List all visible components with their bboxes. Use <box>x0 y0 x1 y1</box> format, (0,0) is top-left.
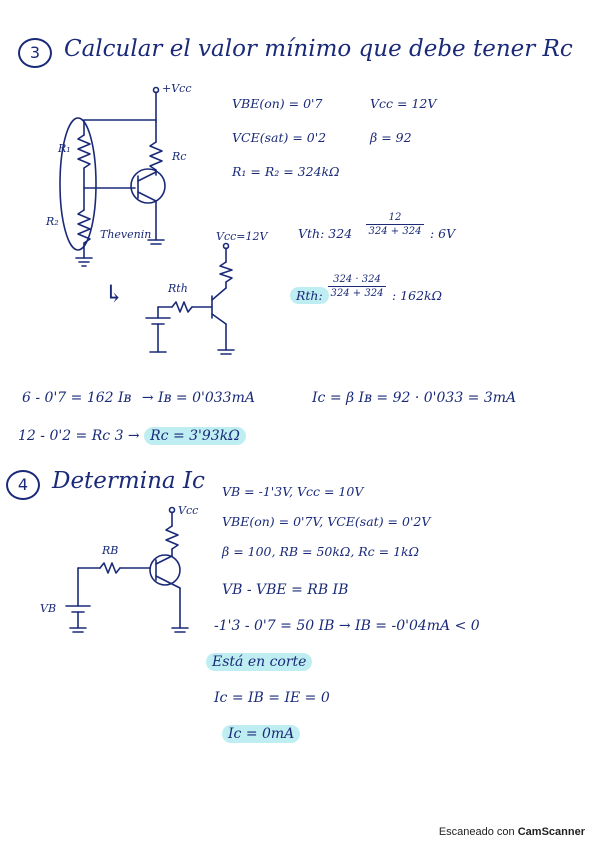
r2-label: R₂ <box>46 215 59 228</box>
given-r: R₁ = R₂ = 324kΩ <box>232 164 340 179</box>
vth-denominator: 324 + 324 <box>368 226 422 237</box>
p4-rb-label: RB <box>102 544 119 557</box>
p4-eq-1: VB - VBE = RB IB <box>222 582 349 598</box>
given-vcc: Vcc = 12V <box>370 96 437 111</box>
eq-collector-current: Ic = β Iʙ = 92 · 0'033 = 3mA <box>312 390 517 406</box>
rth-label: Rth <box>168 282 188 295</box>
vth-rhs: : 6V <box>430 226 456 241</box>
rth-lhs-highlight: Rth: <box>290 287 329 304</box>
rth-lhs: Rth: <box>290 287 329 304</box>
vth-numerator: 12 <box>388 212 402 223</box>
footer-brand: CamScanner <box>517 826 585 838</box>
eq-rc: 12 - 0'2 = Rc 3 → Rc = 3'93kΩ <box>18 427 246 445</box>
arrow-mark: ↳ <box>104 280 125 308</box>
p4-given-2: VBE(on) = 0'7V, VCE(sat) = 0'2V <box>222 514 431 529</box>
given-vce: VCE(sat) = 0'2 <box>232 130 327 145</box>
p4-cut: Está en corte <box>206 653 313 671</box>
p4-given-1: VB = -1'3V, Vcc = 10V <box>222 484 364 499</box>
rth-rhs: : 162kΩ <box>392 288 442 303</box>
p4-vcc-label: Vcc <box>178 504 199 517</box>
problem-3-title: Calcular el valor mínimo que debe tener … <box>64 36 573 62</box>
rth-fraction: 324 · 324 324 + 324 <box>328 274 386 299</box>
footer-prefix: Escaneado con <box>438 826 515 838</box>
given-vbe: VBE(on) = 0'7 <box>232 96 323 111</box>
thevenin-label: Thevenin <box>100 228 152 241</box>
p4-given-3: β = 100, RB = 50kΩ, Rc = 1kΩ <box>222 544 419 559</box>
p4-result: Ic = 0mA <box>222 725 301 743</box>
eq-base-loop-result: → Iʙ = 0'033mA <box>141 390 255 406</box>
p4-eq-3: Ic = IB = IE = 0 <box>214 690 330 706</box>
rc-label: Rc <box>172 150 187 163</box>
rth-denominator: 324 + 324 <box>330 288 384 299</box>
given-beta: β = 92 <box>370 130 412 145</box>
p4-eq-2: -1'3 - 0'7 = 50 IB → IB = -0'04mA < 0 <box>214 618 480 634</box>
p4-vb-label: VB <box>40 602 57 615</box>
circuit-3-thevenin <box>145 242 235 355</box>
eq-rc-lhs: 12 - 0'2 = Rc 3 → <box>18 428 140 444</box>
vcc12-label: Vcc=12V <box>216 230 268 243</box>
circuit-3-main <box>59 86 166 267</box>
camscanner-watermark: Escaneado con CamScanner <box>439 826 585 838</box>
problem-4-number: 4 <box>6 470 40 500</box>
r1-label: R₁ <box>58 142 71 155</box>
circuit-4 <box>65 506 189 633</box>
rth-numerator: 324 · 324 <box>333 274 381 285</box>
problem-4-title: Determina Ic <box>52 468 205 494</box>
problem-3-number: 3 <box>18 38 52 68</box>
vth-fraction: 12 324 + 324 <box>366 212 424 237</box>
eq-base-loop: 6 - 0'7 = 162 Iʙ → Iʙ = 0'033mA <box>22 390 255 406</box>
eq-base-loop-lhs: 6 - 0'7 = 162 Iʙ <box>22 390 132 406</box>
p4-result-highlight: Ic = 0mA <box>222 725 301 743</box>
vth-equation: Vth: 324 <box>298 226 352 241</box>
vth-lhs: Vth: 324 <box>298 226 353 241</box>
eq-rc-result: Rc = 3'93kΩ <box>144 427 246 445</box>
p4-cut-highlight: Está en corte <box>206 653 313 671</box>
vcc-label: +Vcc <box>162 82 192 95</box>
